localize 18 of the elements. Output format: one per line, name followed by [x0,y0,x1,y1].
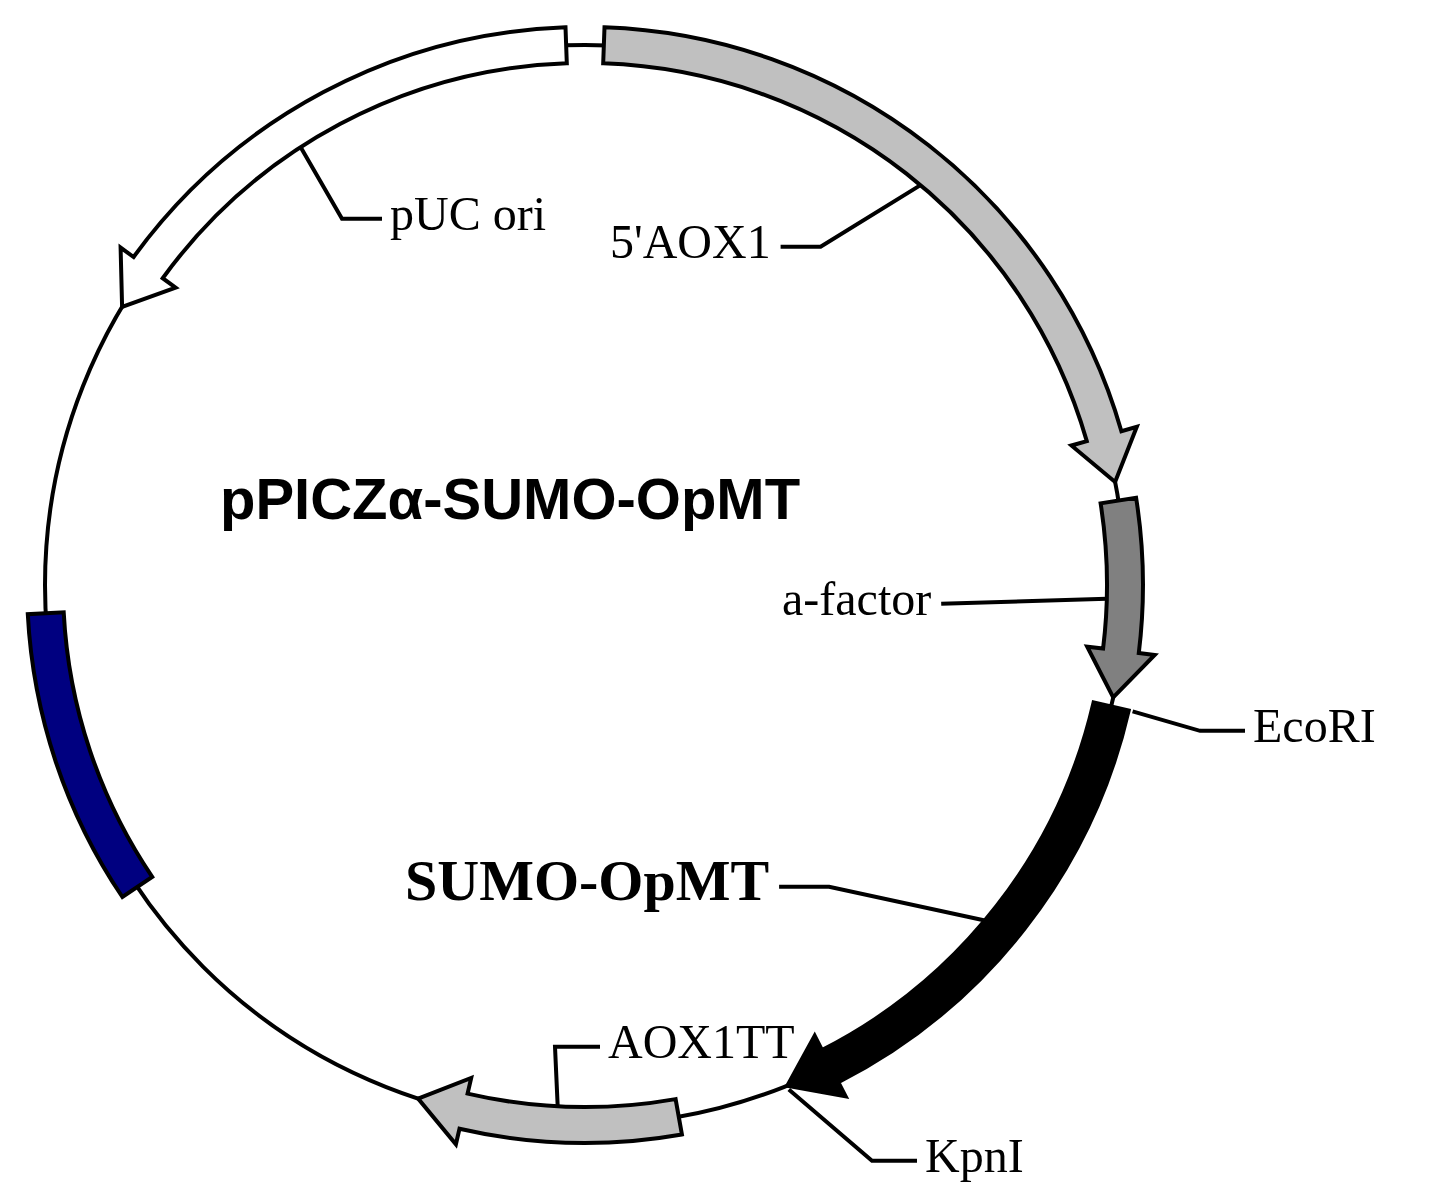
leader-line [298,146,382,221]
part-label: AOX1TT [608,1018,795,1066]
part-label: a-factor [782,575,932,623]
leader-line [780,183,922,249]
gene-feature [118,25,569,309]
leader-line [1132,709,1245,733]
part-label: KpnI [925,1132,1024,1180]
part-label: pUC ori [390,190,546,238]
leader-line [779,884,986,923]
leader-line [787,1087,917,1163]
leader-line [941,596,1107,606]
leader-line [552,1044,600,1107]
part-label: SUMO-OpMT [405,852,770,910]
part-label: EcoRI [1253,702,1376,750]
gene-feature [1085,495,1157,700]
gene-feature [416,1076,684,1147]
part-label: 5'AOX1 [610,218,771,266]
marker-bar [25,610,155,899]
